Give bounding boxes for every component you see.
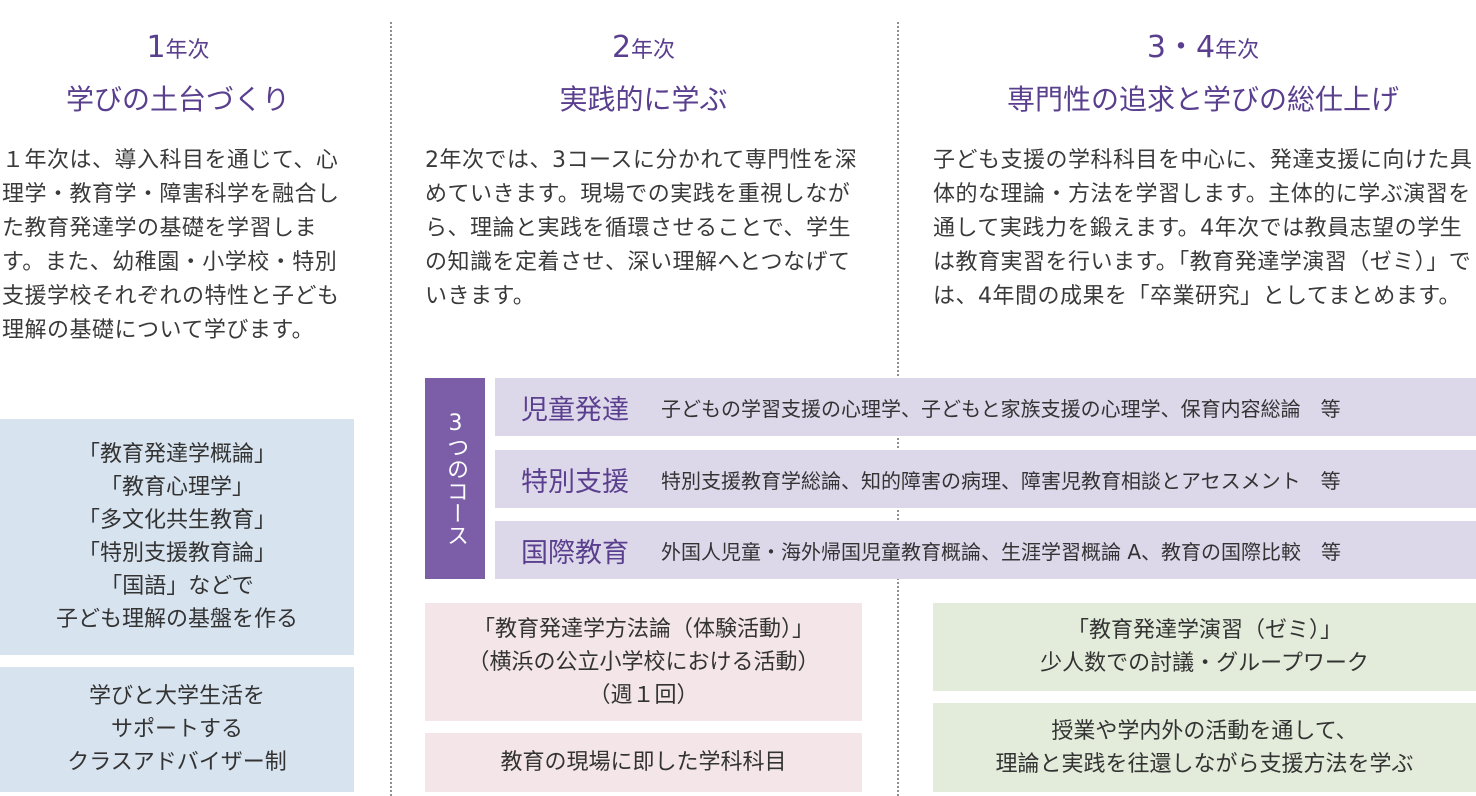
- box-line: 「教育心理学」: [99, 475, 254, 500]
- year2-header: 2年次 実践的に学ぶ: [425, 28, 862, 122]
- course-subjects: 外国人児童・海外帰国児童教育概論、生涯学習概論 A、教育の国際比較 等: [661, 539, 1342, 564]
- box-line: （横浜の公立小学校における活動）: [467, 649, 820, 675]
- year2-paragraph: 2年次では、3コースに分かれて専門性を深めていきます。現場での実践を重視しながら…: [425, 148, 858, 309]
- box-line: 「教育発達学概論」: [77, 442, 276, 467]
- course-row-special-support: 特別支援 特別支援教育学総論、知的障害の病理、障害児教育相談とアセスメント 等: [495, 450, 1476, 508]
- three-courses-label: 3つのコース: [425, 378, 485, 579]
- year34-paragraph: 子ども支援の学科科目を中心に、発達支援に向けた具体的な理論・方法を学習します。主…: [933, 148, 1473, 309]
- course-subjects: 子どもの学習支援の心理学、子どもと家族支援の心理学、保育内容総論 等: [661, 396, 1341, 421]
- year1-box-advisor: 学びと大学生活を サポートする クラスアドバイザー制: [0, 667, 354, 792]
- course-name: 児童発達: [521, 394, 629, 426]
- box-line: （週１回）: [588, 682, 699, 708]
- box-line: 「教育発達学演習（ゼミ）」: [1066, 618, 1342, 643]
- year34-suffix: 年次: [1215, 38, 1260, 63]
- year1-paragraph: １年次は、導入科目を通じて、心理学・教育学・障害科学を融合した教育発達学の基礎を…: [2, 148, 340, 343]
- box-line: 子ども理解の基盤を作る: [55, 607, 298, 632]
- course-name: 国際教育: [521, 537, 629, 569]
- box-line: 授業や学内外の活動を通して、: [1051, 718, 1358, 744]
- year34-box-seminar: 「教育発達学演習（ゼミ）」 少人数での討議・グループワーク: [933, 603, 1476, 691]
- box-line: クラスアドバイザー制: [67, 750, 287, 775]
- box-line: 「特別支援教育論」: [77, 541, 276, 566]
- course-subjects: 特別支援教育学総論、知的障害の病理、障害児教育相談とアセスメント 等: [661, 468, 1341, 493]
- year1-heading: 学びの土台づくり: [65, 83, 290, 116]
- year1-number: 1: [146, 30, 166, 65]
- year34-number: 3・4: [1146, 30, 1216, 65]
- year2-number: 2: [611, 30, 632, 65]
- year34-label: 3・4年次: [930, 28, 1476, 68]
- year2-suffix: 年次: [631, 38, 676, 63]
- year1-suffix: 年次: [165, 38, 210, 63]
- box-line: サポートする: [110, 717, 243, 742]
- box-line: 教育の現場に即した学科科目: [500, 750, 787, 775]
- year2-box-field-subjects: 教育の現場に即した学科科目: [425, 733, 862, 792]
- year1-label: 1年次: [0, 28, 356, 68]
- year34-box-practice: 授業や学内外の活動を通して、 理論と実践を往還しながら支援方法を学ぶ: [933, 703, 1476, 792]
- course-row-international-education: 国際教育 外国人児童・海外帰国児童教育概論、生涯学習概論 A、教育の国際比較 等: [495, 521, 1476, 579]
- course-row-child-development: 児童発達 子どもの学習支援の心理学、子どもと家族支援の心理学、保育内容総論 等: [495, 378, 1476, 436]
- year1-header: 1年次 学びの土台づくり: [0, 28, 356, 122]
- box-line: 「国語」などで: [100, 574, 254, 599]
- box-line: 「多文化共生教育」: [77, 508, 276, 533]
- year2-box-methodology: 「教育発達学方法論（体験活動）」 （横浜の公立小学校における活動） （週１回）: [425, 603, 862, 721]
- column-divider-1: [390, 22, 392, 796]
- box-line: 少人数での討議・グループワーク: [1040, 651, 1369, 676]
- year34-heading: 専門性の追求と学びの総仕上げ: [1006, 83, 1399, 116]
- year34-header: 3・4年次 専門性の追求と学びの総仕上げ: [930, 28, 1476, 122]
- year1-box-subjects: 「教育発達学概論」 「教育心理学」 「多文化共生教育」 「特別支援教育論」 「国…: [0, 419, 354, 655]
- year2-label: 2年次: [425, 28, 862, 68]
- box-line: 学びと大学生活を: [88, 684, 265, 709]
- year2-heading: 実践的に学ぶ: [559, 83, 728, 116]
- box-line: 「教育発達学方法論（体験活動）」: [472, 616, 814, 642]
- course-name: 特別支援: [521, 466, 629, 498]
- box-line: 理論と実践を往還しながら支援方法を学ぶ: [995, 751, 1414, 777]
